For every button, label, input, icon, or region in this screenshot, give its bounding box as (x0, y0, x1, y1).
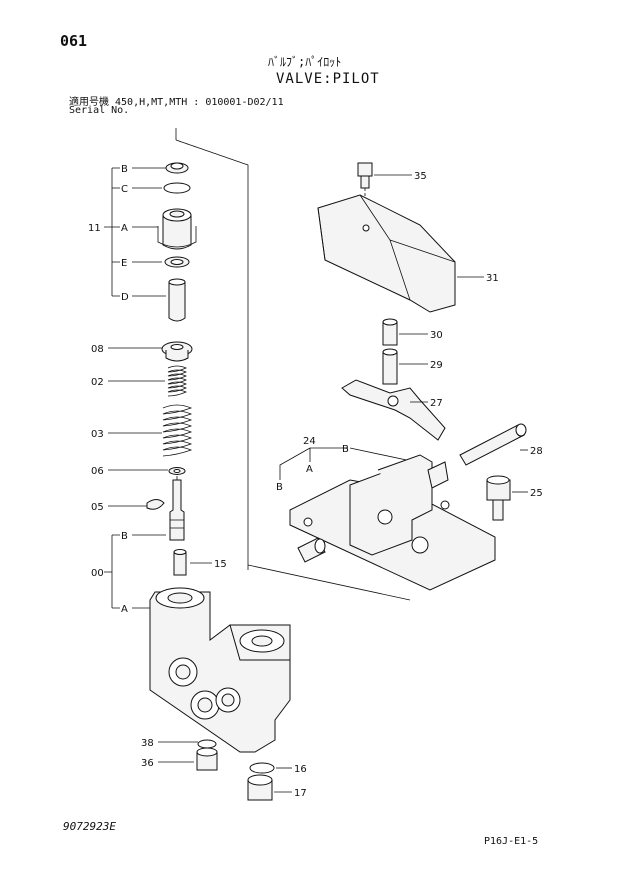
part-00b-spool (169, 476, 185, 541)
callout-00-b: B (121, 531, 128, 542)
serial-label: Serial No. (69, 105, 130, 116)
part-30-pin (382, 318, 398, 346)
title-japanese: ﾊﾞﾙﾌﾞ;ﾊﾟｲﾛｯﾄ (268, 55, 342, 69)
part-16-o-ring (249, 762, 275, 774)
callout-17: 17 (294, 788, 307, 799)
callout-11: 11 (88, 223, 101, 234)
applicable-models: 適用号機 450,H,MT,MTH : 010001-D02/11 (69, 97, 284, 108)
callout-16: 16 (294, 764, 307, 775)
pilot-lever-assembly (279, 162, 528, 591)
callout-31: 31 (486, 273, 499, 284)
pilot-valve-stack (104, 128, 411, 801)
part-15-plug (173, 549, 187, 576)
callout-02: 02 (91, 377, 104, 388)
callout-11-b: B (121, 164, 128, 175)
callout-00-a: A (121, 604, 128, 615)
callout-24-b-top: B (342, 444, 349, 455)
part-08-spring-seat (161, 341, 193, 362)
part-35-bolt (357, 162, 373, 189)
callout-35: 35 (414, 171, 427, 182)
callout-38: 38 (141, 738, 154, 749)
part-17-plug (247, 774, 273, 801)
part-38-o-ring (197, 739, 217, 749)
part-06-washer (168, 467, 186, 475)
callout-15: 15 (214, 559, 227, 570)
part-36-plug (196, 747, 218, 771)
part-02-spring (167, 365, 187, 397)
callout-36: 36 (141, 758, 154, 769)
callout-11-e: E (121, 258, 127, 269)
callout-11-d: D (121, 292, 129, 303)
part-24-bushing-2 (427, 461, 449, 489)
callout-03: 03 (91, 429, 104, 440)
part-11c-o-ring (163, 182, 191, 194)
part-11a-bushing (157, 208, 197, 250)
callout-00: 00 (91, 568, 104, 579)
callout-11-a: A (121, 223, 128, 234)
title-english: VALVE:PILOT (276, 71, 380, 87)
callout-25: 25 (530, 488, 543, 499)
callout-29: 29 (430, 360, 443, 371)
part-31-cover (317, 194, 456, 313)
part-27-lever (341, 379, 446, 441)
document-number: 9072923E (63, 820, 116, 833)
part-03-spring (162, 404, 193, 457)
part-11d-plunger (168, 278, 186, 322)
callout-05: 05 (91, 502, 104, 513)
page-code: P16J-E1-5 (484, 836, 539, 847)
part-11b-seal (165, 162, 189, 174)
part-28-shaft (459, 423, 527, 466)
page-number: 061 (60, 32, 88, 50)
callout-27: 27 (430, 398, 443, 409)
part-11e-ring (164, 256, 190, 268)
part-25-bolt (486, 475, 511, 521)
callout-11-c: C (121, 184, 128, 195)
callout-06: 06 (91, 466, 104, 477)
callout-30: 30 (430, 330, 443, 341)
part-24-bracket (289, 454, 496, 591)
part-24-bushing (297, 537, 326, 563)
callout-24: 24 (303, 436, 316, 447)
part-29-pin (382, 348, 398, 385)
callout-24-a: A (306, 464, 313, 475)
part-05-clip (146, 499, 165, 510)
part-00a-valve-body (149, 587, 291, 753)
callout-24-b-side: B (276, 482, 283, 493)
callout-08: 08 (91, 344, 104, 355)
callout-28: 28 (530, 446, 543, 457)
